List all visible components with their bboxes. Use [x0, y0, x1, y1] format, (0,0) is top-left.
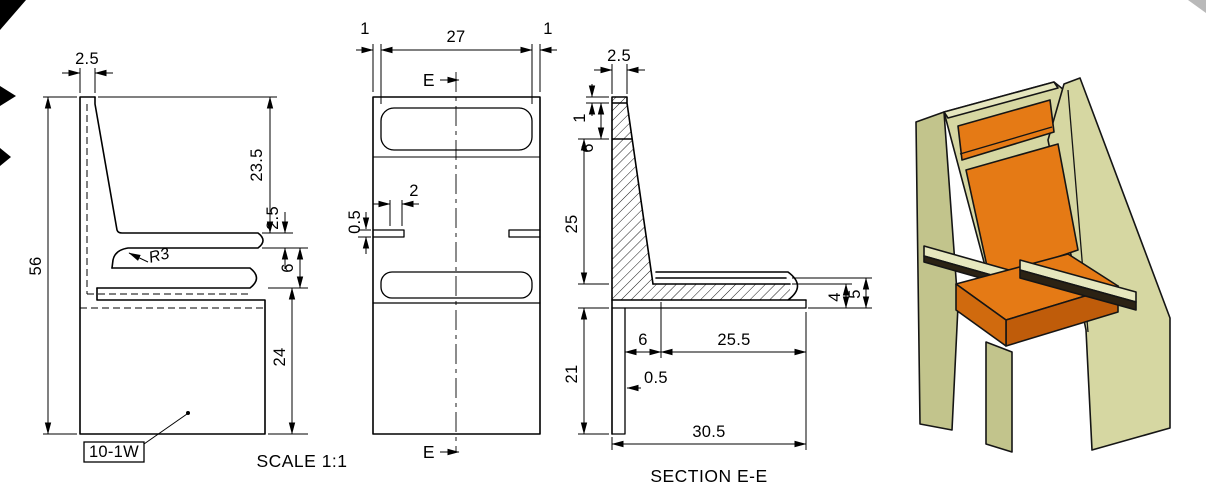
dim-text-rib-width: 2	[409, 182, 418, 200]
scale-label: SCALE 1:1	[256, 451, 347, 471]
section-letter-bottom: E	[423, 442, 435, 462]
dim-text-bottom-wall: 0.5	[644, 369, 668, 387]
chair-back-cushion	[965, 143, 1079, 281]
side-view-seat-profile	[94, 96, 264, 269]
artifact-left-wedge-2	[0, 148, 11, 166]
section-outline	[611, 96, 654, 435]
dim-text-plate-thickness: 4	[826, 292, 844, 301]
chair-left-panel	[915, 111, 959, 431]
side-view-lower-flange	[96, 267, 258, 289]
section-view: 2.5 1 6 25 21 4 5 6 25.5 0.5 30.5 SECTIO…	[563, 47, 872, 486]
chair-head-cushion	[957, 99, 1055, 161]
part-label-leader	[143, 413, 188, 445]
dim-text-seat-thickness: 2.5	[264, 206, 282, 230]
dim-text-overall-width: 27	[447, 28, 466, 46]
chair-head-cushion-shade	[959, 126, 1053, 155]
dim-text-seat-inset: 6	[638, 331, 647, 349]
fillet-leader-line	[128, 252, 149, 263]
section-rear-wall	[611, 307, 626, 435]
part-label-box	[83, 441, 145, 463]
front-view-flange-band	[380, 271, 533, 299]
part-label-text: 10-1W	[89, 443, 139, 461]
dim-text-wall-right: 1	[543, 20, 552, 38]
chair-back-shell-top-edge	[943, 81, 1059, 119]
dim-text-edge-offset: 0.5	[346, 210, 364, 234]
fillet-radius-label: R3	[147, 245, 171, 266]
side-view-hidden-lines	[80, 104, 265, 309]
chair-front-left-leg	[985, 341, 1013, 453]
chair-right-armrest-underside	[1019, 269, 1137, 311]
section-base-plate	[611, 299, 807, 309]
dim-text-wall-thickness: 2.5	[607, 47, 631, 65]
render-3d-chair	[915, 77, 1171, 453]
dim-text-base-height: 24	[271, 348, 289, 367]
dim-text-seat-stack: 5	[846, 289, 864, 298]
side-view-outline	[79, 96, 266, 435]
dim-text-section-back-height: 25	[563, 215, 581, 234]
dim-text-rail-height: 6	[579, 143, 597, 152]
side-view: 2.5 56 23.5 2.5 6 24 R3 10-1W SCALE 1:1	[27, 50, 347, 471]
front-view-headrest-band	[380, 107, 533, 151]
part-label-leader-dot	[186, 411, 190, 415]
dim-text-total-height: 56	[27, 257, 45, 276]
artifact-left-wedge-1	[0, 86, 16, 106]
section-letter-top: E	[423, 70, 435, 90]
artifact-corner-triangle	[0, 0, 26, 30]
front-view: 27 1 1 2 0.5 E E	[346, 20, 557, 462]
front-view-outline	[372, 96, 541, 435]
side-view-extension-lines	[43, 68, 308, 435]
section-title: SECTION E-E	[650, 466, 767, 486]
dim-text-wall-left: 1	[360, 20, 369, 38]
chair-seat-cushion-side	[955, 283, 1007, 347]
scan-artifacts	[0, 0, 1206, 166]
dim-text-flange-gap: 6	[279, 263, 297, 272]
front-view-extension-lines	[358, 44, 541, 238]
dim-text-overall-depth: 30.5	[692, 423, 725, 441]
artifact-top-right-wedge	[1188, 0, 1206, 13]
dim-text-back-height: 23.5	[248, 148, 266, 181]
dim-text-section-base-height: 21	[563, 365, 581, 384]
dim-text-seat-depth: 25.5	[717, 331, 750, 349]
front-view-armrest-stubs	[372, 229, 541, 238]
dim-text-cap-height: 1	[571, 113, 589, 122]
dim-text-top-thickness: 2.5	[75, 50, 99, 68]
section-hatch-area	[612, 97, 790, 300]
